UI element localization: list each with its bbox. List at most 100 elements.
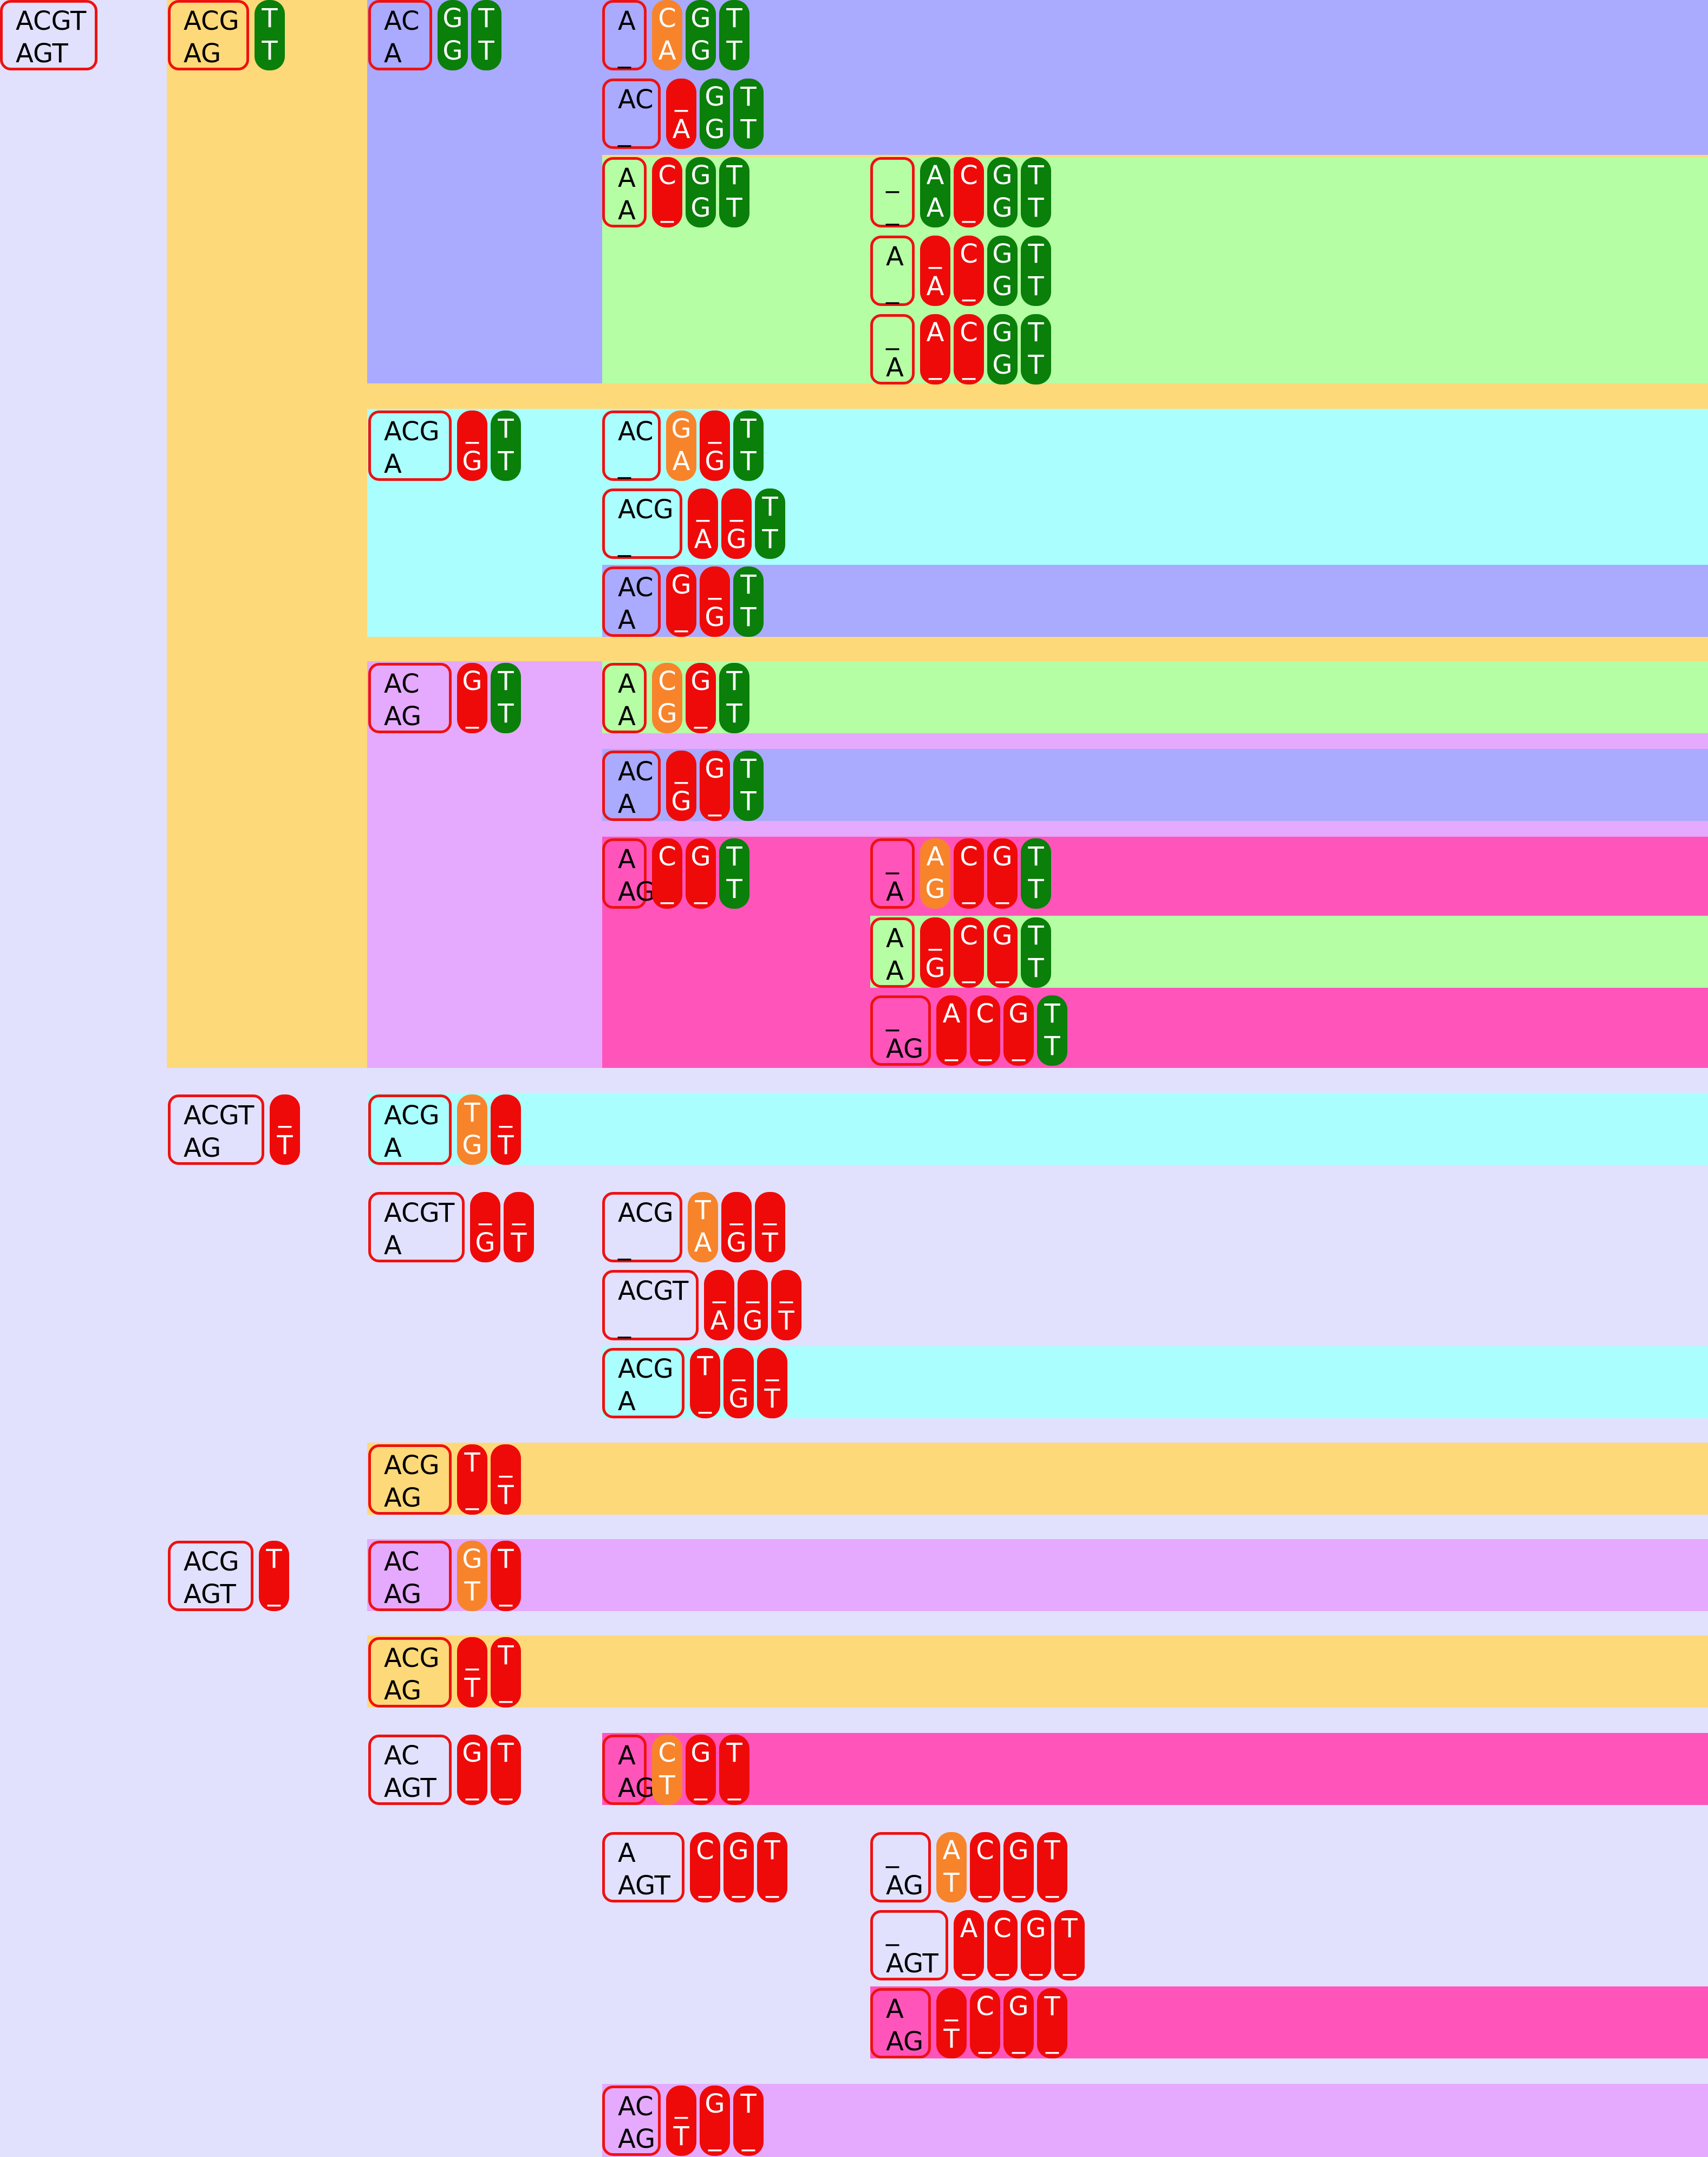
alignment-column-mismatch: _ A (704, 1270, 734, 1340)
alignment-column-mismatch: T _ (1054, 1910, 1085, 1980)
alignment-column-mismatch: C _ (970, 1832, 1000, 1902)
alignment-column-mismatch: _ A (920, 236, 950, 306)
alignment-column-match: T T (491, 663, 521, 733)
alignment-column-mismatch: _ G (721, 488, 752, 559)
branch-band (602, 2084, 1708, 2157)
prefix-box: A _ (870, 236, 915, 306)
alignment-column-substitution: T A (688, 1192, 718, 1262)
alignment-column-mismatch: T _ (757, 1832, 787, 1902)
branch-band (367, 1093, 1708, 1165)
alignment-column-mismatch: _ T (666, 2086, 696, 2156)
prefix-box: A A (602, 157, 647, 227)
alignment-column-mismatch: _ T (491, 1444, 521, 1515)
alignment-column-mismatch: _ A (688, 488, 718, 559)
alignment-column-mismatch: _ G (721, 1192, 752, 1262)
alignment-column-mismatch: _ T (755, 1192, 785, 1262)
alignment-column-mismatch: G _ (987, 838, 1018, 909)
branch-band (367, 1539, 1708, 1611)
prefix-box: ACG A (602, 1348, 684, 1418)
prefix-box: _ AG (870, 995, 931, 1066)
alignment-column-mismatch: G _ (666, 566, 696, 637)
alignment-column-mismatch: C _ (954, 314, 984, 385)
prefix-box: _ AG (870, 1832, 931, 1902)
alignment-column-mismatch: _ T (457, 1637, 487, 1708)
alignment-column-mismatch: _ G (738, 1270, 768, 1340)
prefix-box: _ A (870, 838, 915, 909)
alignment-column-match: A A (920, 157, 950, 227)
prefix-box: ACG AG (168, 0, 249, 70)
alignment-column-mismatch: _ T (504, 1192, 534, 1262)
alignment-column-match: G G (987, 314, 1018, 385)
alignment-column-match: T T (719, 838, 749, 909)
alignment-column-match: T T (1037, 995, 1067, 1066)
alignment-column-match: G G (987, 157, 1018, 227)
alignment-column-mismatch: C _ (970, 995, 1000, 1066)
prefix-box: ACGT AG (168, 1094, 264, 1165)
alignment-column-match: T T (491, 410, 521, 481)
alignment-column-substitution: G T (457, 1541, 487, 1611)
prefix-box: ACGT AGT (0, 0, 97, 70)
prefix-box: ACG AGT (168, 1541, 253, 1611)
prefix-box: ACG A (368, 1094, 452, 1165)
alignment-column-match: T T (1021, 236, 1051, 306)
alignment-column-match: T T (1021, 314, 1051, 385)
prefix-box: ACGT A (368, 1192, 465, 1262)
alignment-column-match: T T (471, 0, 501, 70)
alignment-column-match: G G (686, 0, 716, 70)
alignment-column-mismatch: G _ (1003, 995, 1034, 1066)
alignment-column-mismatch: C _ (652, 157, 682, 227)
prefix-box: A AG (602, 838, 655, 909)
prefix-box: A A (602, 663, 647, 733)
alignment-column-substitution: T G (457, 1094, 487, 1165)
alignment-column-mismatch: _ T (771, 1270, 801, 1340)
prefix-box: _ _ (870, 157, 915, 227)
alignment-column-mismatch: G _ (686, 1735, 716, 1805)
alignment-column-mismatch: G _ (457, 1735, 487, 1805)
alignment-column-substitution: A T (936, 1832, 967, 1902)
prefix-box: AC AG (368, 663, 452, 733)
prefix-box: AC _ (602, 410, 661, 481)
alignment-column-mismatch: _ G (457, 410, 487, 481)
alignment-column-mismatch: C _ (690, 1832, 720, 1902)
prefix-box: ACGT _ (602, 1270, 699, 1340)
alignment-column-mismatch: A _ (920, 314, 950, 385)
alignment-column-mismatch: _ A (666, 79, 696, 149)
alignment-column-mismatch: G _ (700, 751, 730, 821)
branch-band (602, 749, 1708, 821)
branch-band (602, 661, 1708, 733)
alignment-column-mismatch: G _ (1003, 1832, 1034, 1902)
prefix-box: ACG _ (602, 488, 682, 559)
alignment-column-mismatch: G _ (1003, 1988, 1034, 2058)
branch-band (602, 409, 1708, 485)
alignment-column-match: G G (686, 157, 716, 227)
alignment-column-mismatch: _ T (270, 1094, 300, 1165)
prefix-box: AC AG (368, 1541, 452, 1611)
branch-band (602, 79, 1708, 155)
alignment-column-mismatch: G _ (686, 663, 716, 733)
alignment-column-mismatch: T _ (491, 1541, 521, 1611)
prefix-box: ACG AG (368, 1444, 452, 1515)
prefix-box: AC AG (602, 2086, 661, 2156)
alignment-column-mismatch: C _ (954, 838, 984, 909)
alignment-column-match: T T (719, 0, 749, 70)
alignment-column-mismatch: _ T (936, 1988, 967, 2058)
alignment-column-mismatch: C _ (970, 1988, 1000, 2058)
alignment-column-mismatch: T _ (690, 1348, 720, 1418)
alignment-column-match: G G (700, 79, 730, 149)
prefix-box: AC A (602, 751, 661, 821)
alignment-column-match: G G (438, 0, 468, 70)
alignment-column-match: T T (733, 79, 764, 149)
prefix-box: A AG (870, 1988, 931, 2058)
branch-band (602, 487, 1708, 563)
alignment-column-mismatch: C _ (652, 838, 682, 909)
alignment-column-match: T T (1021, 157, 1051, 227)
alignment-column-substitution: C G (652, 663, 682, 733)
alignment-column-substitution: A G (920, 838, 950, 909)
alignment-column-match: T T (1021, 917, 1051, 988)
alignment-column-substitution: G A (666, 410, 696, 481)
prefix-box: _ A (870, 314, 915, 385)
alignment-column-mismatch: _ T (757, 1348, 787, 1418)
alignment-column-mismatch: _ G (723, 1348, 754, 1418)
branch-band (602, 565, 1708, 637)
prefix-box: ACG A (368, 410, 452, 481)
